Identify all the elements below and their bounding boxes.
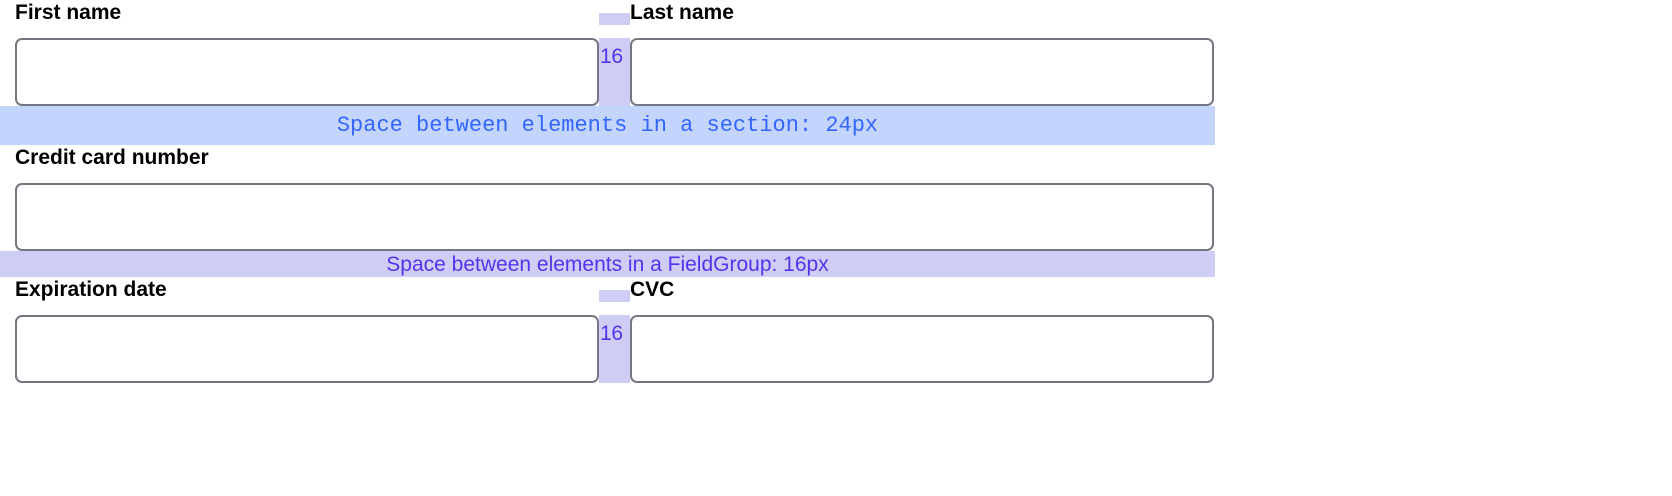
field-col-cvc: CVC [630,277,1215,302]
gutter-name-row-input: 16 [599,38,630,106]
expiration-date-input[interactable] [15,315,599,383]
gutter-expiry-row [599,277,630,302]
gutter-fill [599,38,630,106]
field-col-first-name: First name [0,0,599,25]
gutter-value-expiry-row: 16 [600,322,623,345]
input-col-cvc [630,315,1215,383]
field-col-credit-card: Credit card number [0,145,599,170]
label-line-name: First name Last name [0,0,1215,25]
gutter-fill [599,13,630,25]
field-col-expiration-date: Expiration date [0,277,599,302]
section-spacing-annotation: Space between elements in a section: 24p… [0,106,1215,145]
fieldgroup-spacing-label: Space between elements in a FieldGroup: … [386,252,829,276]
field-col-last-name: Last name [630,0,1215,25]
gutter-name-row [599,0,630,25]
label-line-credit-card: Credit card number [0,145,1215,170]
input-line-name: 16 [0,38,1215,106]
credit-card-number-input[interactable] [15,183,1214,251]
label-expiration-date: Expiration date [15,278,167,301]
fieldgroup-spacing-annotation: Space between elements in a FieldGroup: … [0,251,1215,277]
first-name-input[interactable] [15,38,599,106]
label-cvc: CVC [630,278,675,301]
gutter-value-name-row: 16 [600,45,623,68]
label-first-name: First name [15,1,122,24]
label-line-expiry: Expiration date CVC [0,277,1215,302]
field-row-name: First name Last name [0,0,1215,106]
field-row-credit-card: Credit card number [0,145,1215,251]
input-col-last-name [630,38,1215,106]
last-name-input[interactable] [630,38,1214,106]
input-line-credit-card [0,183,1215,251]
input-line-expiry: 16 [0,315,1215,383]
label-last-name: Last name [630,1,734,24]
form-area: First name Last name [0,0,1215,383]
input-col-first-name [0,38,599,106]
gutter-fill [599,290,630,302]
section-spacing-label: Space between elements in a section: 24p… [336,112,879,138]
input-col-credit-card [0,183,1215,251]
label-credit-card-number: Credit card number [15,146,209,169]
gutter-fill [599,315,630,383]
input-col-expiration-date [0,315,599,383]
cvc-input[interactable] [630,315,1214,383]
field-row-expiry: Expiration date CVC [0,277,1215,383]
gutter-expiry-row-input: 16 [599,315,630,383]
